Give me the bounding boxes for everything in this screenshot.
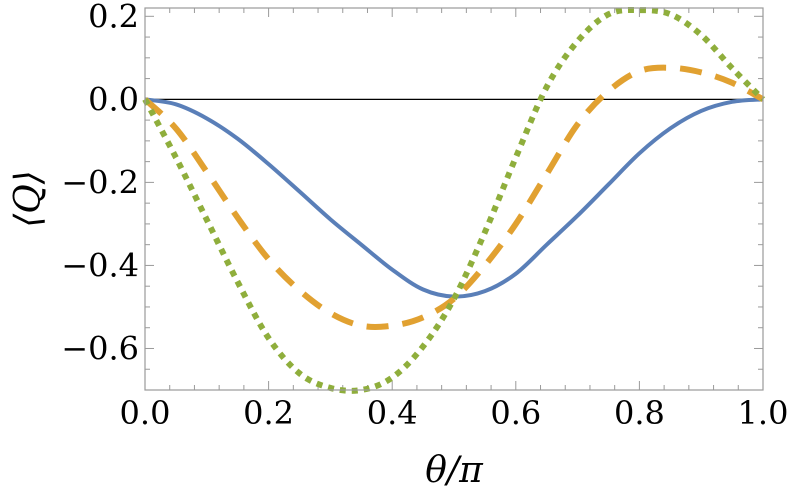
y-tick-label: 0.0	[88, 80, 139, 118]
x-tick-label: 0.6	[490, 394, 541, 432]
series-line-solid	[144, 97, 764, 299]
y-tick-label: 0.2	[88, 0, 139, 35]
tick-labels: 0.0 0.2 0.4 0.6 0.8 1.0 0.2 0.0 −0.2 −0.4 −0.6	[61, 0, 788, 432]
x-tick-label: 0.8	[614, 394, 665, 432]
y-tick-label: −0.2	[61, 163, 139, 201]
y-axis-label: ⟨Q⟩	[8, 170, 49, 228]
y-tick-label: −0.4	[61, 246, 139, 284]
x-tick-label: 0.2	[243, 394, 294, 432]
axis-ticks	[144, 8, 764, 390]
series-line-dotted	[142, 6, 766, 394]
x-tick-label: 0.0	[120, 394, 171, 432]
x-tick-label: 1.0	[738, 394, 789, 432]
series-layer	[142, 6, 766, 394]
x-tick-label: 0.4	[367, 394, 418, 432]
y-tick-label: −0.6	[61, 329, 139, 367]
series-line-dashed	[142, 64, 765, 330]
x-axis-label: θ/π	[425, 450, 484, 491]
plot-frame	[144, 7, 764, 391]
